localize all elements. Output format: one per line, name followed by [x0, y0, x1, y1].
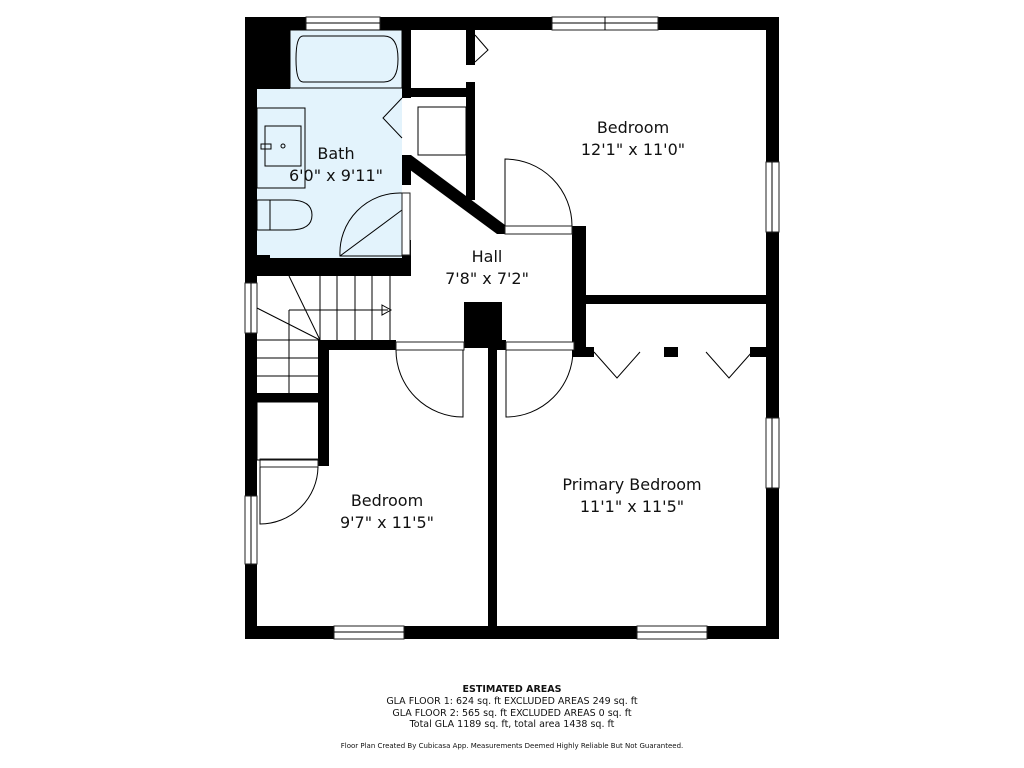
sink-icon	[264, 125, 302, 167]
room-name-bedroom-3: Bedroom	[351, 491, 423, 510]
bathtub-icon	[289, 29, 403, 89]
room-dims-bedroom-3: 9'7" x 11'5"	[340, 513, 434, 532]
staircase	[256, 275, 393, 393]
room-dims-bedroom-2: 12'1" x 11'0"	[581, 140, 685, 159]
credit-text: Floor Plan Created By Cubicasa App. Meas…	[340, 741, 684, 750]
room-name-bedroom-2: Bedroom	[597, 118, 669, 137]
estimated-areas-footer: ESTIMATED AREAS GLA FLOOR 1: 624 sq. ft …	[0, 684, 1024, 750]
room-dims-hall: 7'8" x 7'2"	[445, 269, 529, 288]
areas-floor-2: GLA FLOOR 2: 565 sq. ft EXCLUDED AREAS 0…	[392, 707, 632, 719]
doors	[256, 34, 753, 525]
toilet-icon	[256, 199, 313, 231]
room-dims-primary-bedroom: 11'1" x 11'5"	[580, 497, 684, 516]
areas-title: ESTIMATED AREAS	[462, 684, 562, 695]
room-dims-bath: 6'0" x 9'11"	[289, 166, 383, 185]
interior-walls	[245, 30, 768, 628]
room-name-bath: Bath	[317, 144, 354, 163]
vanity-icon	[256, 107, 306, 189]
room-name-hall: Hall	[472, 247, 503, 266]
areas-floor-1: GLA FLOOR 1: 624 sq. ft EXCLUDED AREAS 2…	[386, 696, 638, 707]
areas-total: Total GLA 1189 sq. ft, total area 1438 s…	[409, 719, 615, 730]
bath-fixtures	[256, 29, 403, 231]
room-name-primary-bedroom: Primary Bedroom	[562, 475, 701, 494]
room-labels: Bath 6'0" x 9'11" Bedroom 12'1" x 11'0" …	[289, 118, 702, 532]
windows	[244, 16, 780, 640]
